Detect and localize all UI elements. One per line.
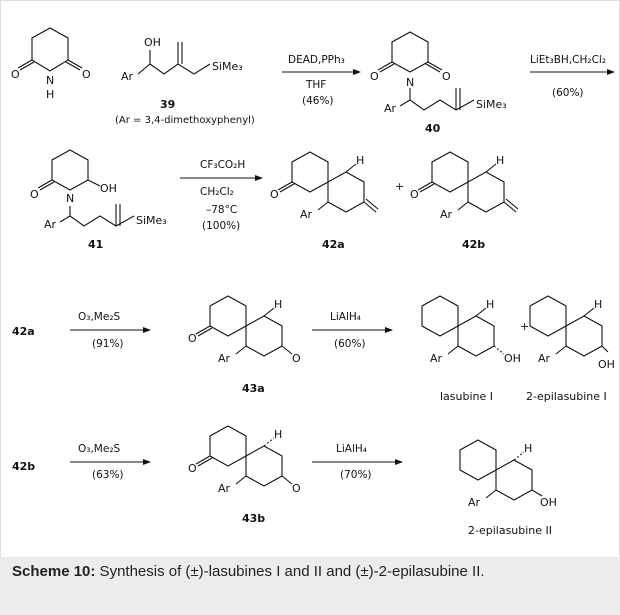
temp-minus78: –78°C <box>206 204 237 216</box>
reagent-o3-me2s: O₃,Me₂S <box>78 443 121 455</box>
atom-ar: Ar <box>538 352 551 365</box>
compound-41-structure: O OH N Ar SiMe₃ <box>30 149 167 231</box>
atom-h: H <box>356 154 364 167</box>
compound-43a-structure: O H O Ar <box>188 295 301 365</box>
atom-n: N <box>66 192 74 205</box>
atom-ar: Ar <box>218 482 231 495</box>
reagent-o3-me2s: O₃,Me₂S <box>78 311 121 323</box>
compound-39-structure: Ar OH SiMe₃ <box>121 36 243 83</box>
atom-o: O <box>30 188 39 201</box>
yield-63: (63%) <box>92 469 124 481</box>
atom-simethyl3: SiMe₃ <box>136 214 167 227</box>
plus-sign: + <box>395 180 404 193</box>
lasubine-i-structure: H OH Ar <box>421 295 521 365</box>
atom-h: H <box>274 298 282 311</box>
2-epilasubine-i-name: 2-epilasubine I <box>526 390 607 403</box>
yield-60: (60%) <box>552 87 584 99</box>
compound-42a-structure: O H Ar <box>270 151 379 221</box>
yield-46: (46%) <box>302 95 334 107</box>
atom-o: O <box>292 352 301 365</box>
atom-oh: OH <box>100 182 117 195</box>
atom-o: O <box>270 188 279 201</box>
compound-42b-label: 42b <box>462 238 485 251</box>
compound-42a-label: 42a <box>322 238 345 251</box>
atom-h: H <box>496 154 504 167</box>
atom-ar: Ar <box>44 218 57 231</box>
atom-o: O <box>82 68 91 81</box>
compound-41-label: 41 <box>88 238 103 251</box>
compound-43a-label: 43a <box>242 382 265 395</box>
atom-n: N <box>46 74 54 87</box>
atom-o: O <box>410 188 419 201</box>
atom-oh: OH <box>598 358 615 371</box>
atom-oh: OH <box>144 36 161 49</box>
atom-oh: OH <box>504 352 521 365</box>
yield-60: (60%) <box>334 338 366 350</box>
caption-background <box>0 557 620 615</box>
reagent-liet3bh: LiEt₃BH,CH₂Cl₂ <box>530 54 606 66</box>
atom-n: N <box>406 76 414 89</box>
atom-ar: Ar <box>300 208 313 221</box>
atom-ar: Ar <box>440 208 453 221</box>
2-epilasubine-ii-name: 2-epilasubine II <box>468 524 552 537</box>
atom-oh: OH <box>540 496 557 509</box>
compound-40-structure: O O N Ar SiMe₃ <box>370 31 507 115</box>
atom-o: O <box>292 482 301 495</box>
atom-simethyl3: SiMe₃ <box>476 98 507 111</box>
atom-simethyl3: SiMe₃ <box>212 60 243 73</box>
solvent-thf: THF <box>305 79 326 91</box>
yield-100: (100%) <box>202 220 240 232</box>
atom-ar: Ar <box>121 70 134 83</box>
compound-40-label: 40 <box>425 122 441 135</box>
2-epilasubine-ii-structure: H OH Ar <box>459 439 557 509</box>
atom-h: H <box>274 428 282 441</box>
reagent-cf3co2h: CF₃CO₂H <box>200 159 245 171</box>
yield-91: (91%) <box>92 338 124 350</box>
yield-70: (70%) <box>340 469 372 481</box>
atom-o: O <box>370 70 379 83</box>
reagent-lialh4: LiAlH₄ <box>330 311 361 323</box>
reagent-lialh4: LiAlH₄ <box>336 443 367 455</box>
ar-definition: (Ar = 3,4-dimethoxyphenyl) <box>115 115 255 126</box>
atom-h: H <box>46 88 54 101</box>
compound-43b-label: 43b <box>242 512 265 525</box>
atom-ar: Ar <box>430 352 443 365</box>
atom-ar: Ar <box>218 352 231 365</box>
2-epilasubine-i-structure: H OH Ar <box>529 295 615 371</box>
start-42a-label: 42a <box>12 325 35 338</box>
reaction-scheme: O O N H Ar OH SiMe₃ 39 (Ar = 3,4-dimetho… <box>11 27 615 537</box>
atom-o: O <box>188 462 197 475</box>
caption-text: Synthesis of (±)-lasubines I and II and … <box>95 563 485 580</box>
atom-o: O <box>442 70 451 83</box>
atom-ar: Ar <box>468 496 481 509</box>
caption-label: Scheme 10: <box>12 563 96 580</box>
figure-caption: Scheme 10: Synthesis of (±)-lasubines I … <box>12 562 608 582</box>
start-42b-label: 42b <box>12 460 35 473</box>
compound-43b-structure: O H O Ar <box>188 425 301 495</box>
compound-39-label: 39 <box>160 98 175 111</box>
compound-42b-structure: O H Ar <box>410 151 519 221</box>
atom-o: O <box>188 332 197 345</box>
atom-h: H <box>486 298 494 311</box>
lasubine-i-name: lasubine I <box>440 390 493 403</box>
reagent-dead-pph3: DEAD,PPh₃ <box>288 54 345 66</box>
atom-h: H <box>594 298 602 311</box>
atom-h: H <box>524 442 532 455</box>
atom-ar: Ar <box>384 102 397 115</box>
solvent-ch2cl2: CH₂Cl₂ <box>200 186 234 198</box>
glutarimide-structure: O O N H <box>11 27 91 101</box>
atom-o: O <box>11 68 20 81</box>
plus-sign: + <box>520 320 529 333</box>
